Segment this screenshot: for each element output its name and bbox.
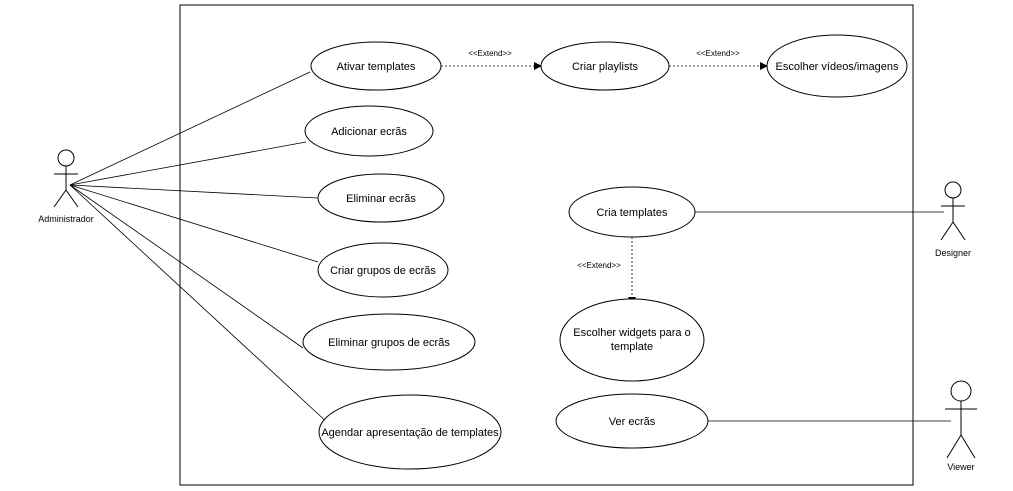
use-case-criar-grupos [317,242,449,298]
use-case-eliminar-ecras [317,173,445,223]
association-agendar [69,184,331,426]
use-case-escolher-widgets-label-line1: Escolher widgets para o [573,327,690,339]
actor-administrator-label: Administrador [38,214,94,224]
use-case-escolher-videos [766,34,908,98]
use-case-eliminar-ecras-label: Eliminar ecrãs [346,193,416,205]
use-case-cria-templates-label: Cria templates [597,207,668,219]
use-case-criar-playlists [540,41,670,91]
extend-label-3: <<Extend>> [577,261,621,270]
actor-viewer [945,380,977,459]
use-case-ativar-templates-label: Ativar templates [337,61,416,73]
extend-label-2: <<Extend>> [696,49,740,58]
association-eliminar-ecras [69,184,319,199]
actor-designer [940,181,966,241]
use-case-ver-ecras-label: Ver ecrãs [609,416,656,428]
use-case-ativar-templates [310,41,442,91]
use-case-escolher-videos-label: Escolher vídeos/imagens [776,61,899,73]
use-case-eliminar-grupos [302,313,476,371]
use-case-agendar [318,394,502,470]
use-case-escolher-widgets [559,298,705,382]
administrator-associations [69,71,331,426]
use-case-escolher-widgets-label-line2: template [611,341,653,353]
use-case-adicionar-ecras [304,105,434,157]
system-boundary [179,4,914,486]
use-case-cria-templates [568,186,696,238]
use-case-ver-ecras [555,393,709,449]
actor-viewer-label: Viewer [947,462,974,472]
use-case-eliminar-grupos-label: Eliminar grupos de ecrãs [328,337,450,349]
use-case-criar-playlists-label: Criar playlists [572,61,639,73]
use-case-criar-grupos-label: Criar grupos de ecrãs [330,265,436,277]
actor-administrator [53,149,79,208]
association-eliminar-grupos [69,184,304,349]
association-criar-grupos [69,184,319,263]
association-ativar-templates [69,71,311,186]
extend-label-1: <<Extend>> [468,49,512,58]
use-case-adicionar-ecras-label: Adicionar ecrãs [331,126,407,138]
actor-designer-label: Designer [935,248,971,258]
use-case-agendar-label: Agendar apresentação de templates [321,427,499,439]
association-adicionar-ecras [69,141,307,186]
